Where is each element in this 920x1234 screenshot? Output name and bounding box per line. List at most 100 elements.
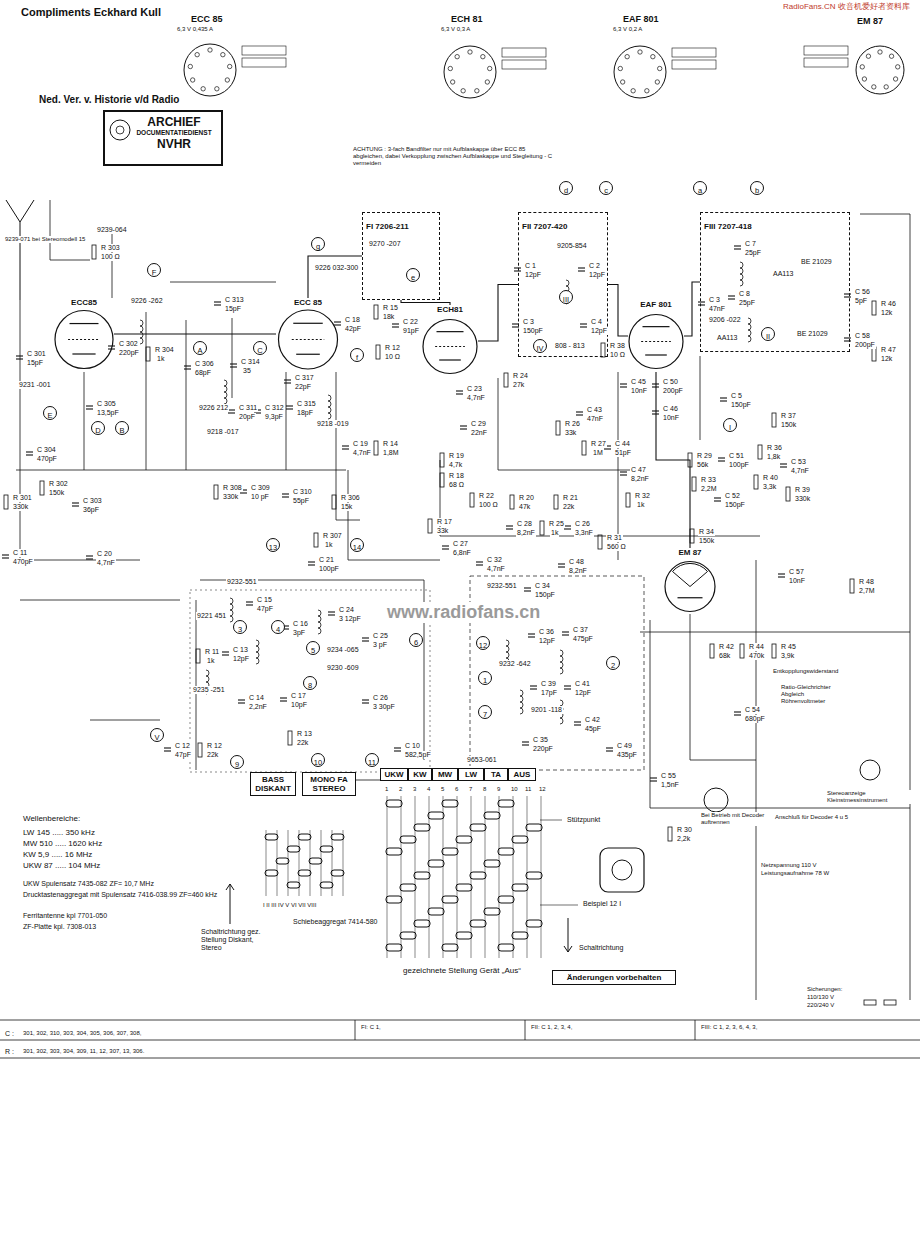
pin-circle (651, 54, 655, 58)
wire (392, 326, 399, 327)
tube-symbol: ECH81 (422, 305, 478, 377)
wire (246, 601, 253, 602)
component-label: R 308 (222, 484, 243, 492)
component-label: C 2 (588, 262, 601, 270)
callout-circle: 14 (350, 538, 364, 552)
component-label: C 26 (372, 694, 389, 702)
resistor-symbol (556, 421, 560, 435)
callout-circle: D (91, 421, 105, 435)
component-label: 330k (12, 503, 29, 511)
wire (620, 471, 627, 472)
filter-block: FI 7206-211e (362, 212, 440, 300)
node-text: d (564, 185, 568, 197)
resistor-symbol (428, 519, 432, 533)
component-label: 9205-854 (556, 242, 588, 250)
component-label: C : (4, 1030, 15, 1038)
node-text: ECC85 (54, 298, 114, 308)
component-label: 10nF (630, 387, 648, 395)
component-label: 35 (242, 367, 252, 375)
component-label: C 27 (452, 540, 469, 548)
pin-circle (225, 78, 229, 82)
switch-contact (470, 920, 486, 927)
eye-fan (673, 563, 708, 586)
wire (734, 711, 741, 712)
wire (734, 245, 741, 246)
resistor-symbol (314, 533, 318, 547)
resistor-symbol (146, 347, 150, 361)
coil-symbol (560, 650, 563, 674)
component-label: C 28 (516, 520, 533, 528)
component-label: 3,3nF (574, 529, 594, 537)
pin-circle (116, 126, 124, 134)
wire (714, 497, 721, 498)
wire (574, 724, 581, 725)
component-label: C 17 (290, 692, 307, 700)
wire (524, 587, 531, 588)
grid (68, 339, 100, 340)
callout-circle: a (693, 181, 707, 195)
wire (348, 470, 440, 560)
component-label: R 38 (609, 342, 626, 350)
node-text: C (257, 345, 262, 357)
component-label: 8,2nF (630, 475, 650, 483)
wire (728, 298, 735, 299)
component-label: 1k (636, 501, 645, 509)
component-label: C 12 (174, 742, 191, 750)
callout-circle: f (350, 348, 364, 362)
voltage-table (502, 48, 546, 57)
switch-contact (386, 800, 402, 807)
component-label: C 5 (730, 392, 743, 400)
node-text: 11 (368, 757, 376, 769)
component-label: 220pF (118, 349, 140, 357)
resistor-symbol (582, 441, 586, 455)
pin-circle (475, 89, 479, 93)
component-label: 47pF (174, 751, 192, 759)
component-label: 5pF (854, 297, 868, 305)
callout-circle: 12 (476, 636, 490, 650)
component-label: 36pF (82, 506, 100, 514)
component-label: 6,3 V 0,3 A (440, 26, 471, 33)
pin-circle (450, 80, 454, 84)
pin-circle (455, 54, 459, 58)
component-label: 12k (880, 309, 893, 317)
wire (578, 270, 585, 271)
resistor-symbol (754, 475, 758, 489)
coil-symbol (140, 320, 143, 344)
component-label: R 37 (780, 412, 797, 420)
component-label: 2 (398, 786, 403, 793)
callout-circle: 13 (266, 538, 280, 552)
node-text: a (698, 185, 702, 197)
wire (650, 780, 657, 781)
wire (564, 688, 571, 689)
component-label: 12 (538, 786, 547, 793)
resistor-symbol (214, 485, 218, 499)
wire (284, 379, 291, 380)
wire (606, 747, 613, 748)
resistor-symbol (374, 305, 378, 319)
switch-contact (414, 920, 430, 927)
component-label: C 54 (744, 706, 761, 714)
component-label: 100 Ω (478, 501, 499, 509)
component-label: C 39 (540, 680, 557, 688)
voltage-table (672, 48, 716, 57)
component-label: C 13 (232, 646, 249, 654)
wire (576, 414, 583, 415)
node-text: c (604, 185, 608, 197)
callout-circle: I (723, 418, 737, 432)
wire (230, 884, 231, 924)
node-text: A (197, 345, 202, 357)
wire (506, 528, 513, 529)
wire (282, 493, 289, 494)
component-label: Wellenbereiche: (22, 814, 81, 823)
wire (522, 741, 529, 742)
callout-circle: 5 (306, 641, 320, 655)
tube-envelope (665, 562, 715, 612)
component-label: Compliments Eckhard Kull (20, 6, 162, 19)
component-label: AA113 (716, 334, 739, 342)
tube-envelope (55, 311, 113, 369)
component-label: 12pF (232, 655, 250, 663)
wire (238, 702, 245, 703)
wire (146, 312, 147, 470)
component-label: gezeichnete Stellung Gerät „Aus“ (402, 966, 522, 975)
component-label: R 48 (858, 578, 875, 586)
